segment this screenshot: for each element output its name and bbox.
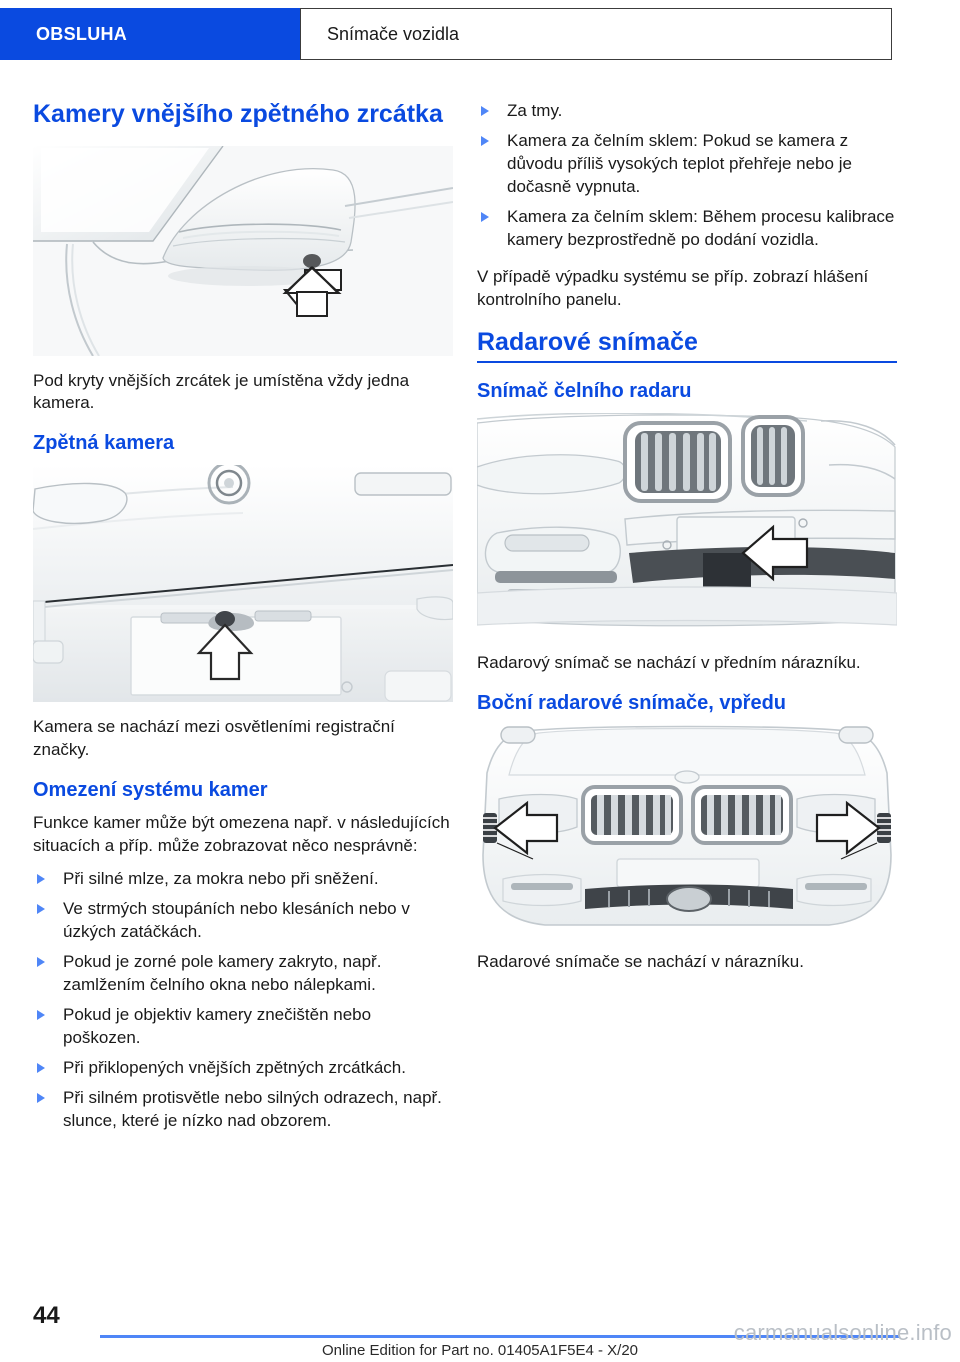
list-item-label: Při silném protisvětle nebo silných odra…: [63, 1087, 442, 1130]
page-footer: 44 Online Edition for Part no. 01405A1F5…: [0, 1290, 960, 1362]
exterior-mirror-camera-illustration: [33, 145, 453, 356]
figure-exterior-mirror-camera: [33, 145, 453, 356]
list-item: Pokud je zorné pole kamery zakryto, např…: [33, 951, 453, 997]
figure-rear-view-camera: [33, 465, 453, 703]
figure-side-radar-sensors: [477, 724, 897, 937]
right-radar-marker: [877, 812, 891, 843]
right-column: Za tmy. Kamera za čelním sklem: Pokud se…: [477, 100, 897, 990]
triangle-bullet-icon: [37, 874, 45, 885]
page-header: OBSLUHA Snímače vozidla: [0, 8, 960, 60]
list-item-label: Při silné mlze, za mokra nebo při sněžen…: [63, 869, 379, 889]
list-item-label: Ve strmých stoupáních nebo klesáních neb…: [63, 899, 410, 941]
heading-camera-limitations: Omezení systému kamer: [33, 779, 268, 802]
left-radar-marker: [483, 812, 497, 843]
list-item: Za tmy.: [477, 100, 897, 123]
triangle-bullet-icon: [37, 956, 45, 967]
list-item-label: Kamera za čelním sklem: Pokud se kamera …: [507, 130, 852, 196]
page-number: 44: [33, 1302, 60, 1329]
left-column: Kamery vnějšího zpětného zrcátka: [33, 100, 453, 1147]
paragraph-front-radar-location: Radarový snímač se nachází v předním nár…: [477, 653, 861, 672]
footer-edition-line: Online Edition for Part no. 01405A1F5E4 …: [321, 1342, 639, 1359]
list-item-label: Za tmy.: [507, 101, 563, 120]
list-item: Kamera za čelním sklem: Pokud se kamera …: [477, 130, 897, 199]
side-radar-sensors-illustration: [477, 724, 897, 937]
list-item: Při silném protisvětle nebo silných odra…: [33, 1087, 453, 1133]
header-section-tab[interactable]: Snímače vozidla: [300, 8, 892, 60]
list-item-label: Pokud je objektiv kamery znečištěn nebo …: [63, 1004, 372, 1047]
triangle-bullet-icon: [481, 211, 489, 222]
list-item-label: Kamera za čelním sklem: Během procesu ka…: [507, 206, 895, 249]
paragraph-system-failure: V případě výpadku systému se příp. zobra…: [477, 266, 869, 309]
list-item: Kamera za čelním sklem: Během procesu ka…: [477, 206, 897, 252]
paragraph-side-radar-location: Radarové snímače se nachází v nárazníku.: [477, 951, 804, 971]
heading-front-radar-sensor: Snímač čelního radaru: [477, 380, 692, 402]
paragraph-rear-camera-location: Kamera se nachází mezi osvětleními regis…: [33, 717, 395, 760]
paragraph-mirror-camera-location: Pod kryty vnějších zrcátek je umístěna v…: [33, 370, 410, 413]
site-watermark: carmanualsonline.info: [733, 1320, 952, 1345]
list-item: Pokud je objektiv kamery znečištěn nebo …: [33, 1004, 453, 1050]
rear-view-camera-illustration: [33, 465, 453, 703]
triangle-bullet-icon: [37, 904, 45, 915]
heading-radar-sensors: Radarové snímače: [477, 328, 897, 363]
heading-exterior-mirror-cameras: Kamery vnějšího zpětného zrcátka: [33, 100, 443, 128]
triangle-bullet-icon: [481, 106, 489, 116]
triangle-bullet-icon: [37, 1062, 45, 1073]
header-section-label: Snímače vozidla: [327, 23, 460, 44]
footer-rule: [100, 1335, 900, 1338]
heading-rear-view-camera: Zpětná kamera: [33, 432, 175, 455]
list-item: Při silné mlze, za mokra nebo při sněžen…: [33, 868, 453, 891]
header-chapter-tab[interactable]: OBSLUHA: [0, 8, 300, 60]
header-chapter-label: OBSLUHA: [36, 23, 128, 44]
triangle-bullet-icon: [37, 1009, 45, 1020]
list-item: Ve strmých stoupáních nebo klesáních neb…: [33, 898, 453, 944]
list-camera-limitations-continued: Za tmy. Kamera za čelním sklem: Pokud se…: [477, 100, 897, 252]
list-item-label: Pokud je zorné pole kamery zakryto, např…: [63, 951, 382, 994]
paragraph-camera-limitations-intro: Funkce kamer může být omezena např. v ná…: [33, 813, 450, 856]
figure-front-radar-sensor: [477, 413, 897, 638]
list-item-label: Při přiklopených vnějších zpětných zrcát…: [63, 1057, 406, 1077]
heading-side-radar-sensors: Boční radarové snímače, vpředu: [477, 691, 787, 714]
triangle-bullet-icon: [481, 135, 489, 146]
triangle-bullet-icon: [37, 1092, 45, 1103]
front-radar-sensor-illustration: [477, 413, 897, 638]
list-item: Při přiklopených vnějších zpětných zrcát…: [33, 1057, 453, 1080]
list-camera-limitations: Při silné mlze, za mokra nebo při sněžen…: [33, 868, 453, 1132]
